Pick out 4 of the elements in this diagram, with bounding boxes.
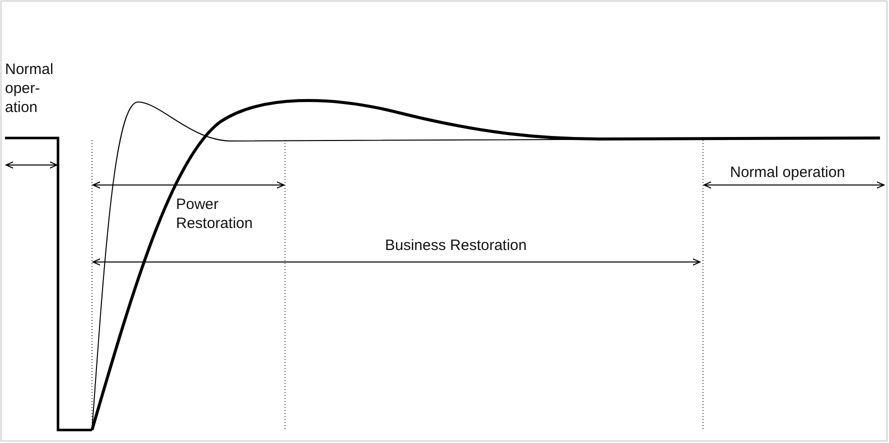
- span-label: Normal operation: [730, 163, 846, 182]
- span-label: Power Restoration: [176, 195, 254, 233]
- span-label: Normal oper-ation: [5, 60, 54, 117]
- span-label: Business Restoration: [385, 236, 527, 255]
